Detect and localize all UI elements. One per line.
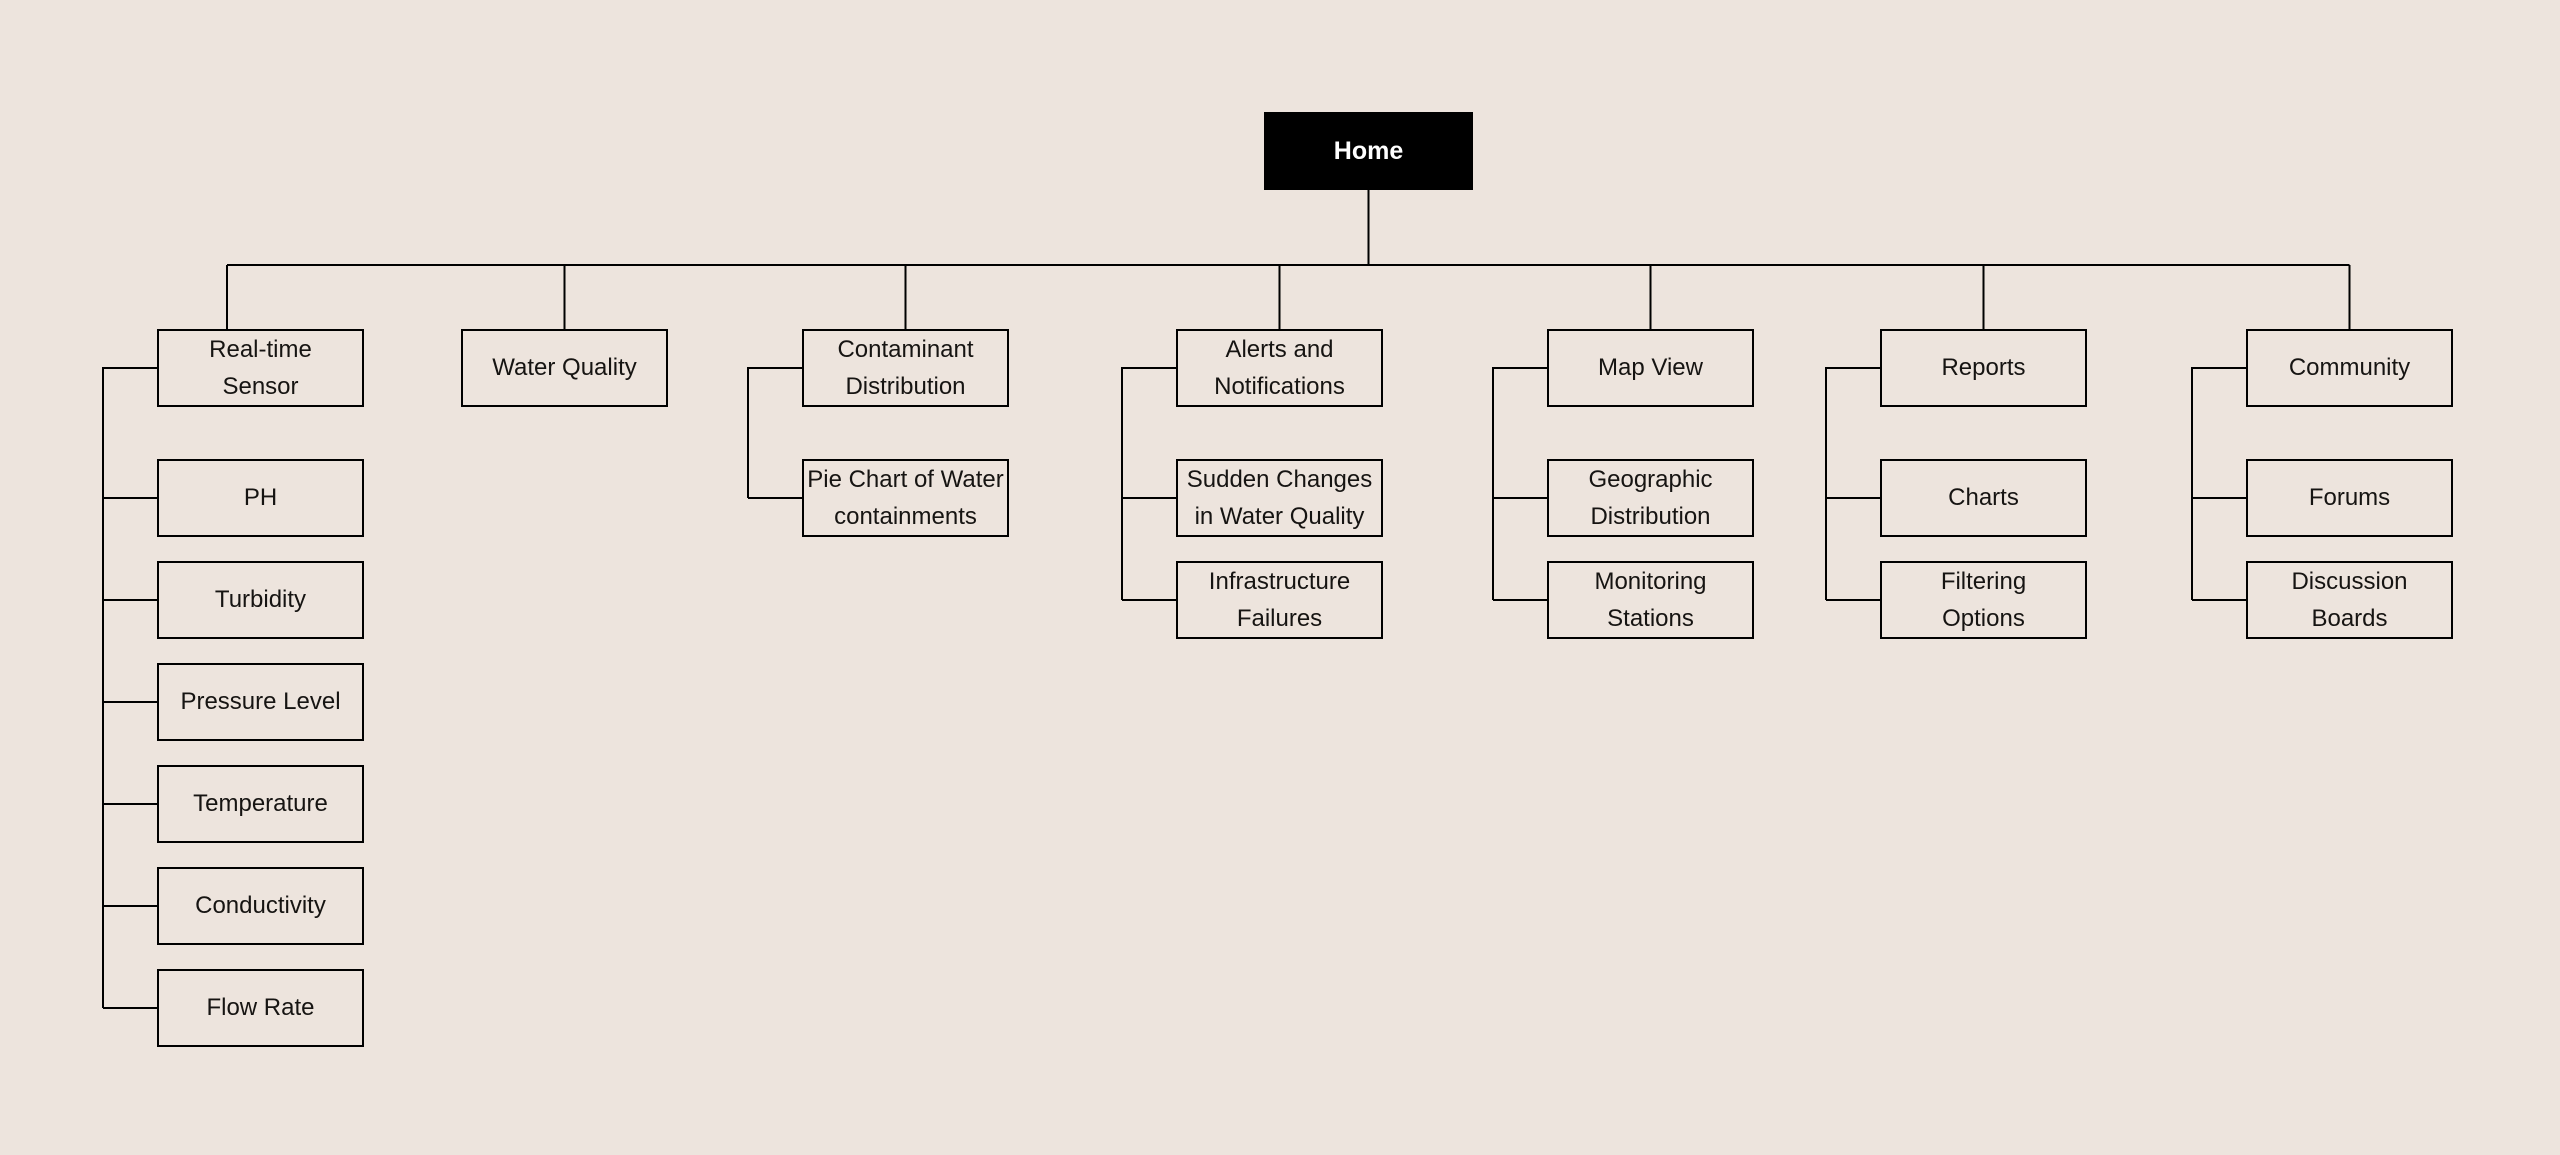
node-filtering-options[interactable]: Filtering Options [1880,561,2087,639]
node-forums[interactable]: Forums [2246,459,2453,537]
node-turbidity[interactable]: Turbidity [157,561,364,639]
node-charts[interactable]: Charts [1880,459,2087,537]
connector-children-real-time-sensor [102,367,157,1009]
node-infrastructure-failures[interactable]: Infrastructure Failures [1176,561,1383,639]
connector-children-community [2191,367,2246,601]
connector-children-map-view [1492,367,1547,601]
node-conductivity[interactable]: Conductivity [157,867,364,945]
node-map-view[interactable]: Map View [1547,329,1754,407]
node-ph[interactable]: PH [157,459,364,537]
node-contaminant-distribution[interactable]: Contaminant Distribution [802,329,1009,407]
node-flow-rate[interactable]: Flow Rate [157,969,364,1047]
connector-children-reports [1825,367,1880,601]
node-pie-chart-of-water-containments[interactable]: Pie Chart of Water containments [802,459,1009,537]
connector-children-alerts-and-notifications [1121,367,1176,601]
node-temperature[interactable]: Temperature [157,765,364,843]
node-geographic-distribution[interactable]: Geographic Distribution [1547,459,1754,537]
node-reports[interactable]: Reports [1880,329,2087,407]
node-home[interactable]: Home [1264,112,1473,190]
node-monitoring-stations[interactable]: Monitoring Stations [1547,561,1754,639]
connector-children-contaminant-distribution [747,367,802,499]
node-community[interactable]: Community [2246,329,2453,407]
node-alerts-and-notifications[interactable]: Alerts and Notifications [1176,329,1383,407]
node-pressure-level[interactable]: Pressure Level [157,663,364,741]
node-real-time-sensor[interactable]: Real-time Sensor [157,329,364,407]
node-discussion-boards[interactable]: Discussion Boards [2246,561,2453,639]
node-sudden-changes-in-water-quality[interactable]: Sudden Changes in Water Quality [1176,459,1383,537]
node-water-quality[interactable]: Water Quality [461,329,668,407]
